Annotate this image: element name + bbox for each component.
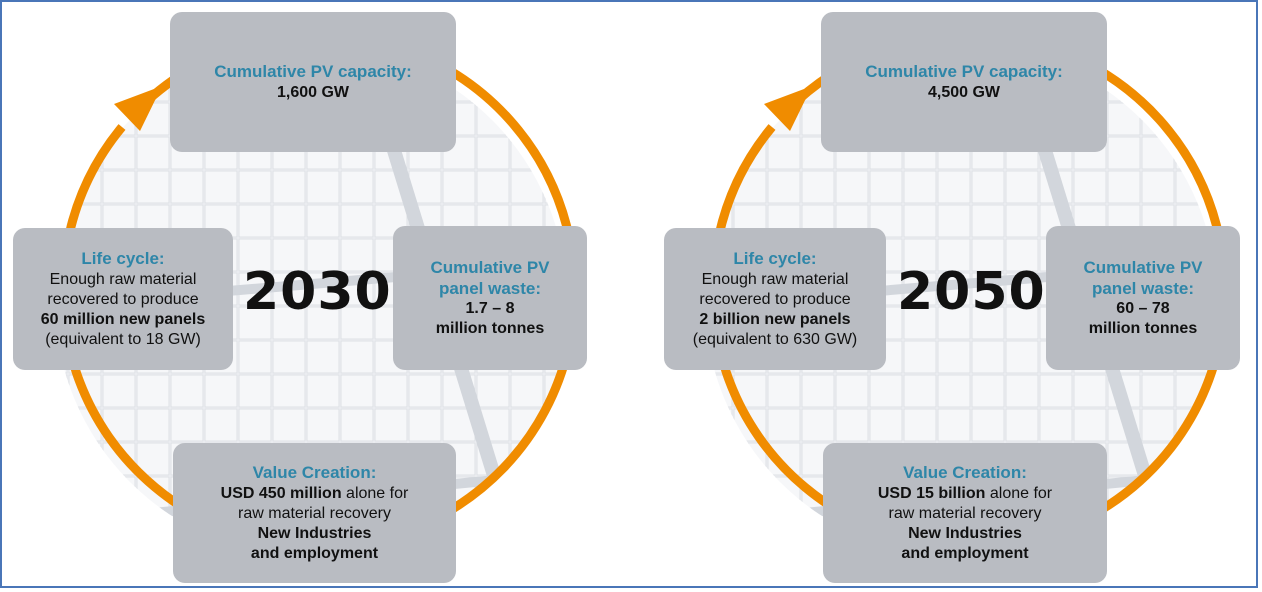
diagram-2050: Cumulative PV capacity: 4,500 GW Cumulat… [631, 0, 1262, 592]
life-cycle-note: (equivalent to 630 GW) [692, 330, 858, 348]
value-creation-box: Value Creation: USD 450 million alone fo… [173, 443, 456, 583]
arrow-head-icon [764, 86, 812, 131]
value-industries: New Industries [908, 524, 1022, 542]
value-employment: and employment [250, 544, 379, 562]
value-amount-rest: alone for [341, 484, 409, 502]
capacity-value: 4,500 GW [927, 83, 1001, 101]
life-cycle-panels: 2 billion new panels [699, 310, 851, 328]
value-creation-heading: Value Creation: [252, 463, 377, 483]
waste-heading-1: Cumulative PV [1083, 257, 1203, 277]
value-creation-heading: Value Creation: [903, 463, 1027, 483]
value-creation-box: Value Creation: USD 15 billion alone for… [823, 443, 1107, 583]
waste-heading-2: panel waste: [438, 279, 542, 298]
life-cycle-box: Life cycle: Enough raw material recovere… [13, 228, 233, 370]
value-amount: USD 450 million [220, 484, 342, 502]
capacity-box: Cumulative PV capacity: 1,600 GW [170, 12, 456, 152]
capacity-box: Cumulative PV capacity: 4,500 GW [821, 12, 1107, 152]
value-line-2: raw material recovery [238, 504, 391, 522]
waste-value-1: 1.7 – 8 [465, 300, 515, 318]
waste-value-1: 60 – 78 [1116, 300, 1170, 318]
waste-box: Cumulative PV panel waste: 60 – 78 milli… [1046, 226, 1240, 370]
waste-value-2: million tonnes [1088, 320, 1198, 338]
life-cycle-box: Life cycle: Enough raw material recovere… [664, 228, 886, 370]
value-amount-rest: alone for [985, 484, 1053, 502]
life-cycle-heading: Life cycle: [733, 249, 817, 269]
waste-heading-2: panel waste: [1091, 279, 1195, 298]
life-cycle-line-2: recovered to produce [699, 290, 851, 308]
value-amount: USD 15 billion [877, 484, 986, 502]
waste-box: Cumulative PV panel waste: 1.7 – 8 milli… [393, 226, 587, 370]
life-cycle-line-2: recovered to produce [47, 290, 199, 308]
year-label: 2030 [243, 262, 392, 322]
value-line-2: raw material recovery [888, 504, 1042, 522]
life-cycle-line-1: Enough raw material [49, 270, 197, 288]
waste-heading-1: Cumulative PV [430, 257, 550, 277]
waste-value-2: million tonnes [435, 320, 545, 338]
value-employment: and employment [901, 544, 1029, 562]
life-cycle-line-1: Enough raw material [701, 270, 849, 288]
life-cycle-note: (equivalent to 18 GW) [45, 330, 201, 348]
diagram-2030: Cumulative PV capacity: 1,600 GW Cumulat… [13, 12, 587, 583]
arrow-head-icon [114, 86, 162, 131]
value-industries: New Industries [257, 524, 372, 542]
life-cycle-heading: Life cycle: [81, 249, 165, 269]
capacity-value: 1,600 GW [276, 83, 350, 101]
year-label: 2050 [897, 262, 1046, 322]
capacity-heading: Cumulative PV capacity: [865, 62, 1063, 82]
capacity-heading: Cumulative PV capacity: [214, 62, 412, 82]
life-cycle-panels: 60 million new panels [40, 310, 206, 328]
